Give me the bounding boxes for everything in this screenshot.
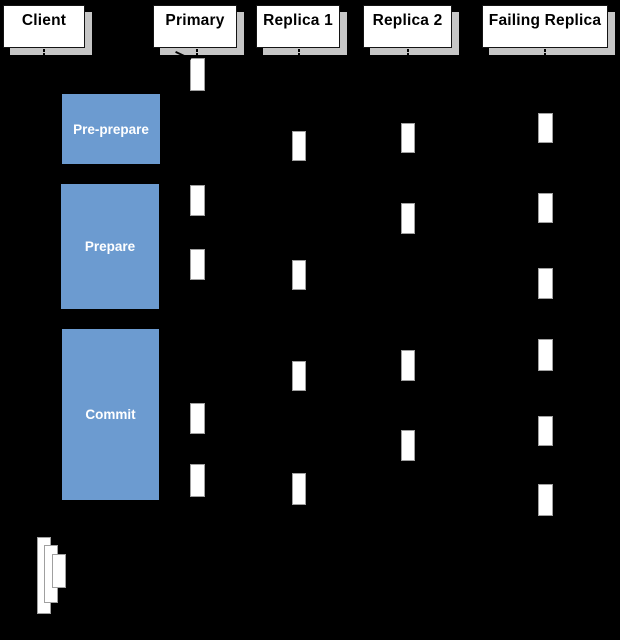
activation-bar-replica-1 [292,361,306,391]
phase-label-pre-prepare: Pre-prepare [73,121,149,137]
header-box-replica-2: Replica 2 [363,5,452,48]
phase-label-prepare: Prepare [84,239,136,254]
activation-bar-primary [190,58,205,91]
lifeline-dash-failing-replica [544,53,546,56]
header-box-failing-replica: Failing Replica [482,5,608,48]
activation-bar-replica-2 [401,123,415,153]
activation-bar-primary [190,185,205,216]
activation-bar-primary [190,464,205,497]
lifeline-dash-primary [196,53,198,56]
actor-label-failing-replica: Failing Replica [488,12,602,29]
actor-label-client: Client [21,12,67,29]
activation-bar-failing-replica [538,113,553,143]
activation-bar-failing-replica [538,268,553,299]
header-box-replica-1: Replica 1 [256,5,340,48]
phase-box-commit: Commit [62,329,159,500]
actor-label-replica-2: Replica 2 [372,12,443,29]
activation-bar-primary [190,249,205,280]
lifeline-dash-primary [196,48,198,52]
activation-bar-replica-2 [401,430,415,461]
phase-label-commit: Commit [85,407,136,422]
lifeline-dash-replica-1 [298,53,300,56]
lifeline-dash-failing-replica [544,48,546,52]
lifeline-dash-replica-1 [298,48,300,52]
activation-bar-client [52,554,66,588]
activation-bar-failing-replica [538,484,553,516]
activation-bar-primary [190,403,205,434]
lifeline-dash-client [43,48,45,52]
lifeline-dash-replica-2 [407,48,409,52]
activation-bar-replica-1 [292,473,306,505]
activation-bar-failing-replica [538,416,553,446]
activation-bar-replica-1 [292,131,306,161]
phase-box-pre-prepare: Pre-prepare [62,94,160,164]
header-box-primary: Primary [153,5,237,48]
header-box-client: Client [3,5,85,48]
activation-bar-failing-replica [538,339,553,371]
activation-bar-replica-1 [292,260,306,290]
actor-label-replica-1: Replica 1 [263,12,333,29]
activation-bar-failing-replica [538,193,553,223]
activation-bar-replica-2 [401,350,415,381]
activation-bar-replica-2 [401,203,415,234]
actor-label-primary: Primary [165,12,225,29]
phase-box-prepare: Prepare [61,184,159,309]
lifeline-dash-client [43,53,45,56]
lifeline-dash-replica-2 [407,53,409,56]
